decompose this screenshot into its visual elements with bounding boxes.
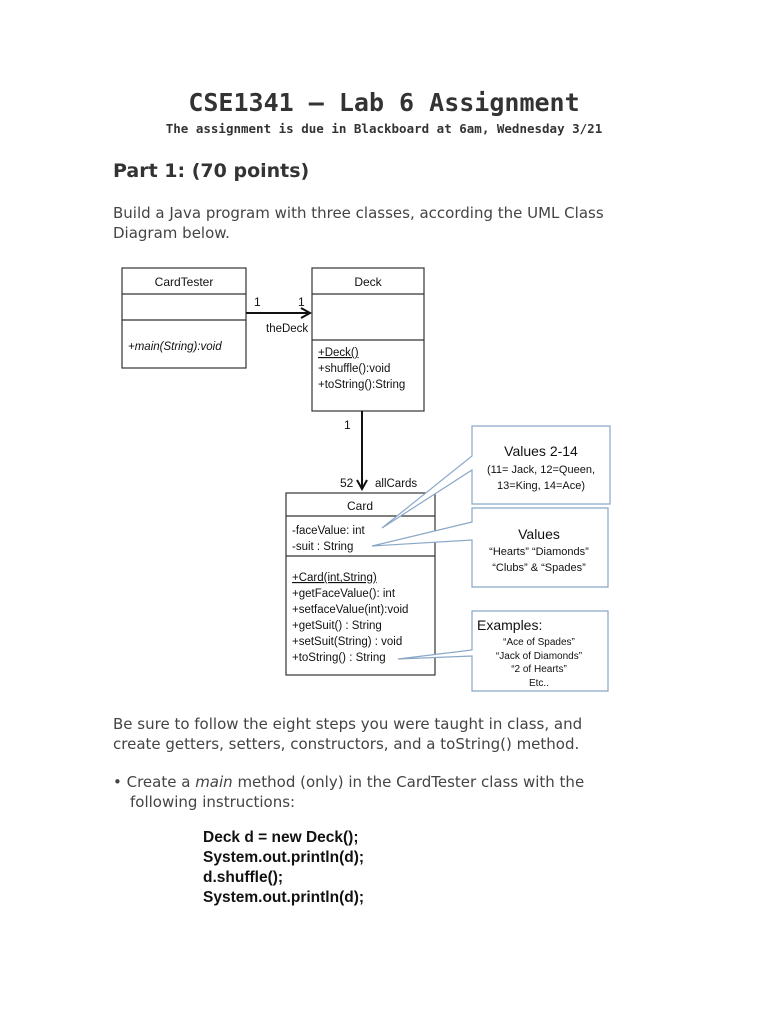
code-line-1: Deck d = new Deck(); bbox=[203, 829, 359, 846]
mult-tester-left: 1 bbox=[254, 295, 261, 309]
instructions-line-2: create getters, setters, constructors, a… bbox=[113, 735, 580, 753]
card-name: Card bbox=[347, 499, 373, 513]
code-block: Deck d = new Deck(); System.out.println(… bbox=[203, 828, 364, 908]
due-date-subtitle: The assignment is due in Blackboard at 6… bbox=[165, 121, 603, 136]
document-title: CSE1341 – Lab 6 Assignment bbox=[188, 88, 580, 117]
part-1-intro: Build a Java program with three classes,… bbox=[113, 203, 653, 243]
association-tester-deck: 1 1 theDeck bbox=[246, 295, 310, 335]
note-values-range: Values 2-14 (11= Jack, 12=Queen, 13=King… bbox=[381, 425, 611, 529]
note-suit-values-line-2: “Clubs” & “Spades” bbox=[492, 562, 586, 574]
note-examples-line-4: Etc.. bbox=[529, 678, 549, 689]
mult-card-bottom: 52 bbox=[340, 476, 354, 490]
note-suit-values-title: Values bbox=[518, 526, 560, 542]
note-values-range-title: Values 2-14 bbox=[504, 443, 578, 459]
bullet-line-2: following instructions: bbox=[130, 793, 296, 811]
role-allcards: allCards bbox=[375, 478, 417, 490]
card-method-setsuit: +setSuit(String) : void bbox=[292, 636, 402, 648]
bullet-line-1: • Create a main method (only) in the Car… bbox=[113, 772, 653, 792]
association-deck-card: 1 52 allCards bbox=[340, 411, 417, 490]
card-method-getfacevalue: +getFaceValue(): int bbox=[292, 588, 396, 600]
card-method-tostring: +toString() : String bbox=[292, 652, 386, 664]
cardtester-name: CardTester bbox=[155, 275, 214, 289]
note-values-range-line-1: (11= Jack, 12=Queen, bbox=[487, 464, 595, 476]
intro-line-2: Diagram below. bbox=[113, 224, 230, 242]
code-line-2: System.out.println(d); bbox=[203, 849, 365, 866]
instructions-line-1: Be sure to follow the eight steps you we… bbox=[113, 715, 583, 733]
class-cardtester: CardTester +main(String):void bbox=[121, 267, 247, 369]
bullet-rest: method (only) in the CardTester class wi… bbox=[232, 773, 585, 791]
instructions-paragraph: Be sure to follow the eight steps you we… bbox=[113, 714, 653, 754]
part-1-heading: Part 1: (70 points) bbox=[113, 160, 310, 182]
class-card: Card -faceValue: int -suit : String +Car… bbox=[285, 492, 436, 676]
deck-name: Deck bbox=[354, 275, 382, 289]
card-method-getsuit: +getSuit() : String bbox=[292, 620, 382, 632]
mult-deck-top: 1 bbox=[344, 418, 351, 432]
card-attr-suit: -suit : String bbox=[292, 541, 353, 553]
cardtester-main-method: +main(String):void bbox=[128, 341, 222, 353]
role-thedeck: theDeck bbox=[266, 323, 308, 335]
note-values-range-line-2: 13=King, 14=Ace) bbox=[497, 480, 585, 492]
intro-line-1: Build a Java program with three classes,… bbox=[113, 204, 604, 222]
card-attr-facevalue: -faceValue: int bbox=[292, 525, 365, 537]
note-suit-values-line-1: “Hearts” “Diamonds” bbox=[489, 546, 589, 558]
class-deck: Deck +Deck() +shuffle():void +toString()… bbox=[311, 267, 425, 412]
bullet-main-method: • Create a main method (only) in the Car… bbox=[113, 772, 653, 812]
code-line-4: System.out.println(d); bbox=[203, 889, 365, 906]
deck-method-tostring: +toString():String bbox=[318, 379, 405, 391]
note-examples-line-1: “Ace of Spades” bbox=[503, 637, 575, 648]
card-method-constructor: +Card(int,String) bbox=[292, 572, 377, 584]
note-examples-line-3: “2 of Hearts” bbox=[511, 664, 567, 675]
bullet-prefix: • Create a bbox=[113, 773, 196, 791]
note-examples-title: Examples: bbox=[477, 617, 542, 633]
note-examples-line-2: “Jack of Diamonds” bbox=[496, 651, 582, 662]
note-suit-values: Values “Hearts” “Diamonds” “Clubs” & “Sp… bbox=[371, 507, 609, 588]
mult-tester-right: 1 bbox=[298, 295, 305, 309]
bullet-italic-main: main bbox=[195, 773, 233, 791]
code-line-3: d.shuffle(); bbox=[203, 869, 284, 886]
deck-method-shuffle: +shuffle():void bbox=[318, 363, 390, 375]
note-examples: Examples: “Ace of Spades” “Jack of Diamo… bbox=[397, 610, 609, 692]
card-method-setfacevalue: +setfaceValue(int):void bbox=[292, 604, 408, 616]
deck-method-constructor: +Deck() bbox=[318, 347, 359, 359]
